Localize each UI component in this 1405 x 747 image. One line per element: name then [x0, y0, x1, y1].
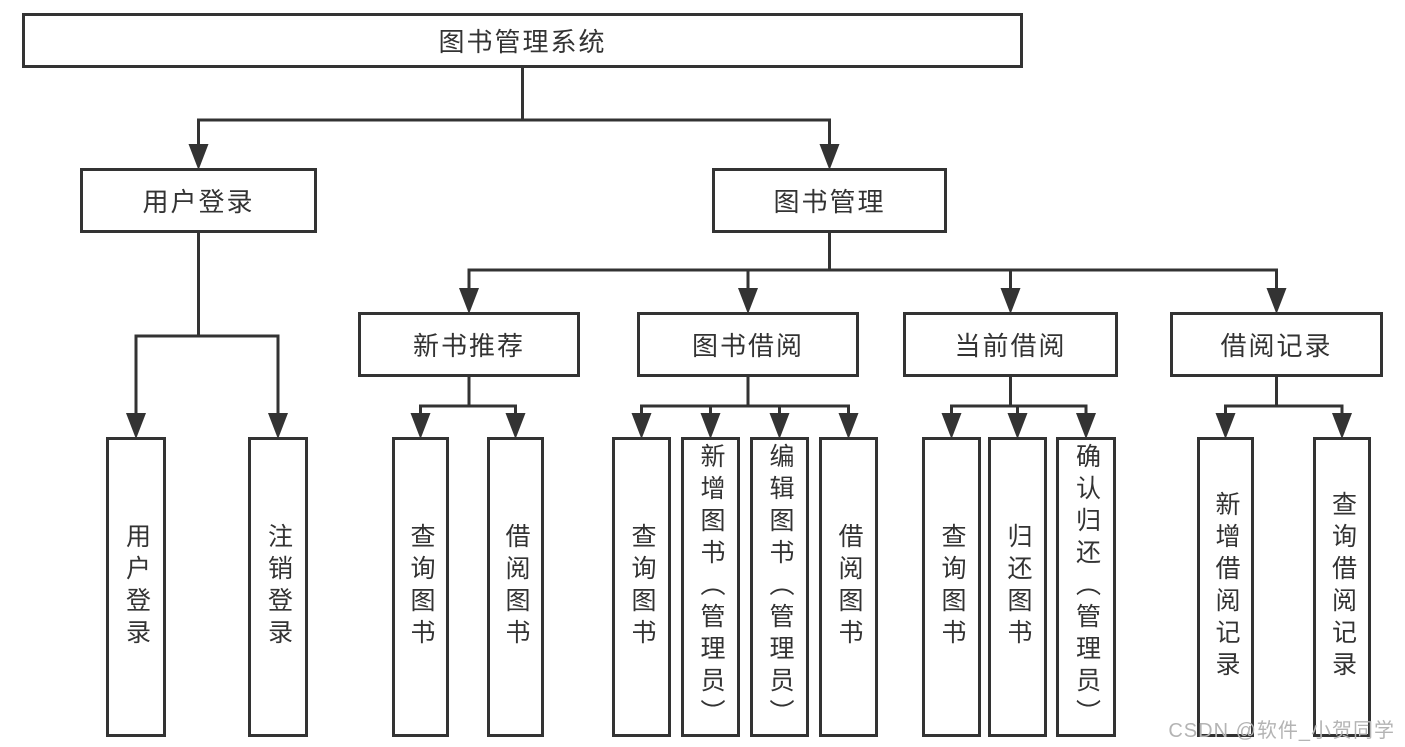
node-book-management: 图书管理 [712, 168, 947, 233]
node-label-book-borrow: 图书借阅 [691, 331, 804, 361]
node-new-book-rec: 新书推荐 [358, 312, 580, 377]
node-label-book-management: 图书管理 [773, 187, 886, 217]
node-label-leaf-borrow-book-2: 借阅图书 [835, 523, 863, 651]
node-label-leaf-confirm-return: 确认归还（管理员） [1072, 443, 1101, 731]
node-label-leaf-add-borrow-record: 新增借阅记录 [1212, 491, 1240, 683]
node-leaf-edit-book: 编辑图书（管理员） [750, 437, 809, 737]
node-label-borrow-records: 借阅记录 [1220, 331, 1333, 361]
node-leaf-query-book-1: 查询图书 [392, 437, 449, 737]
node-label-root: 图书管理系统 [438, 27, 607, 57]
node-leaf-logout: 注销登录 [248, 437, 308, 737]
node-label-leaf-logout: 注销登录 [264, 523, 293, 651]
node-leaf-add-book: 新增图书（管理员） [681, 437, 740, 737]
node-label-leaf-query-book-2: 查询图书 [628, 523, 656, 651]
node-book-borrow: 图书借阅 [637, 312, 859, 377]
node-label-user-login: 用户登录 [142, 187, 255, 217]
node-leaf-add-borrow-record: 新增借阅记录 [1197, 437, 1254, 737]
node-leaf-confirm-return: 确认归还（管理员） [1056, 437, 1116, 737]
node-label-leaf-edit-book: 编辑图书（管理员） [766, 443, 794, 731]
node-label-leaf-borrow-book-1: 借阅图书 [502, 523, 530, 651]
node-root: 图书管理系统 [22, 13, 1023, 68]
node-leaf-borrow-book-2: 借阅图书 [819, 437, 878, 737]
node-label-leaf-return-book: 归还图书 [1004, 523, 1032, 651]
node-user-login: 用户登录 [80, 168, 317, 233]
node-label-new-book-rec: 新书推荐 [412, 331, 525, 361]
node-label-leaf-add-book: 新增图书（管理员） [697, 443, 725, 731]
node-label-leaf-query-borrow-record: 查询借阅记录 [1328, 491, 1357, 683]
node-leaf-query-book-3: 查询图书 [922, 437, 981, 737]
watermark: CSDN @软件_小贺同学 [1168, 720, 1395, 742]
node-leaf-query-borrow-record: 查询借阅记录 [1313, 437, 1371, 737]
node-current-borrow: 当前借阅 [903, 312, 1118, 377]
node-leaf-query-book-2: 查询图书 [612, 437, 671, 737]
node-leaf-return-book: 归还图书 [988, 437, 1047, 737]
node-label-leaf-query-book-1: 查询图书 [407, 523, 435, 651]
node-leaf-borrow-book-1: 借阅图书 [487, 437, 544, 737]
node-label-leaf-query-book-3: 查询图书 [938, 523, 966, 651]
node-borrow-records: 借阅记录 [1170, 312, 1383, 377]
node-leaf-user-login: 用户登录 [106, 437, 166, 737]
node-label-current-borrow: 当前借阅 [954, 331, 1067, 361]
node-label-leaf-user-login: 用户登录 [122, 523, 151, 651]
